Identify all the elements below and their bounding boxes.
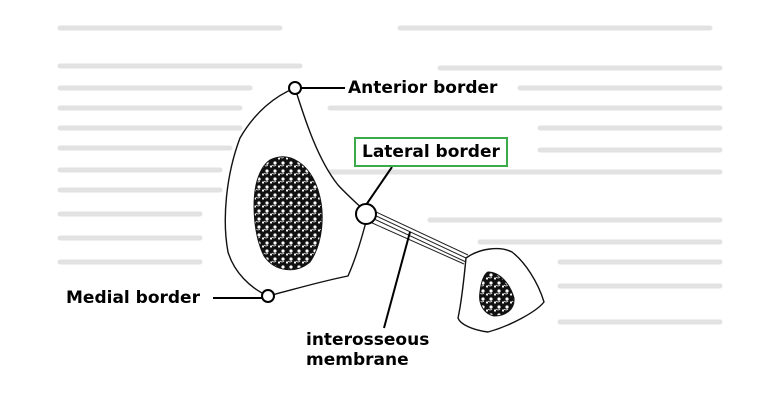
interosseous-label-line1: interosseous	[306, 330, 430, 350]
interosseous-membrane-leader	[383, 231, 411, 329]
anterior-border-label: Anterior border	[348, 78, 498, 98]
anterior-border-marker	[288, 81, 302, 95]
tibia-spongy-bone	[253, 156, 323, 271]
interosseous-membrane-label: interosseous membrane	[306, 330, 429, 370]
lateral-border-label: Lateral border	[354, 137, 508, 167]
interosseous-membrane	[369, 210, 469, 265]
faded-background-text	[57, 25, 723, 325]
medial-border-label: Medial border	[66, 288, 200, 308]
medial-border-marker	[261, 289, 275, 303]
lateral-border-marker	[355, 203, 377, 225]
interosseous-label-line2: membrane	[306, 350, 409, 370]
lateral-border-leader	[365, 166, 393, 206]
fibula-spongy-bone	[479, 271, 515, 317]
